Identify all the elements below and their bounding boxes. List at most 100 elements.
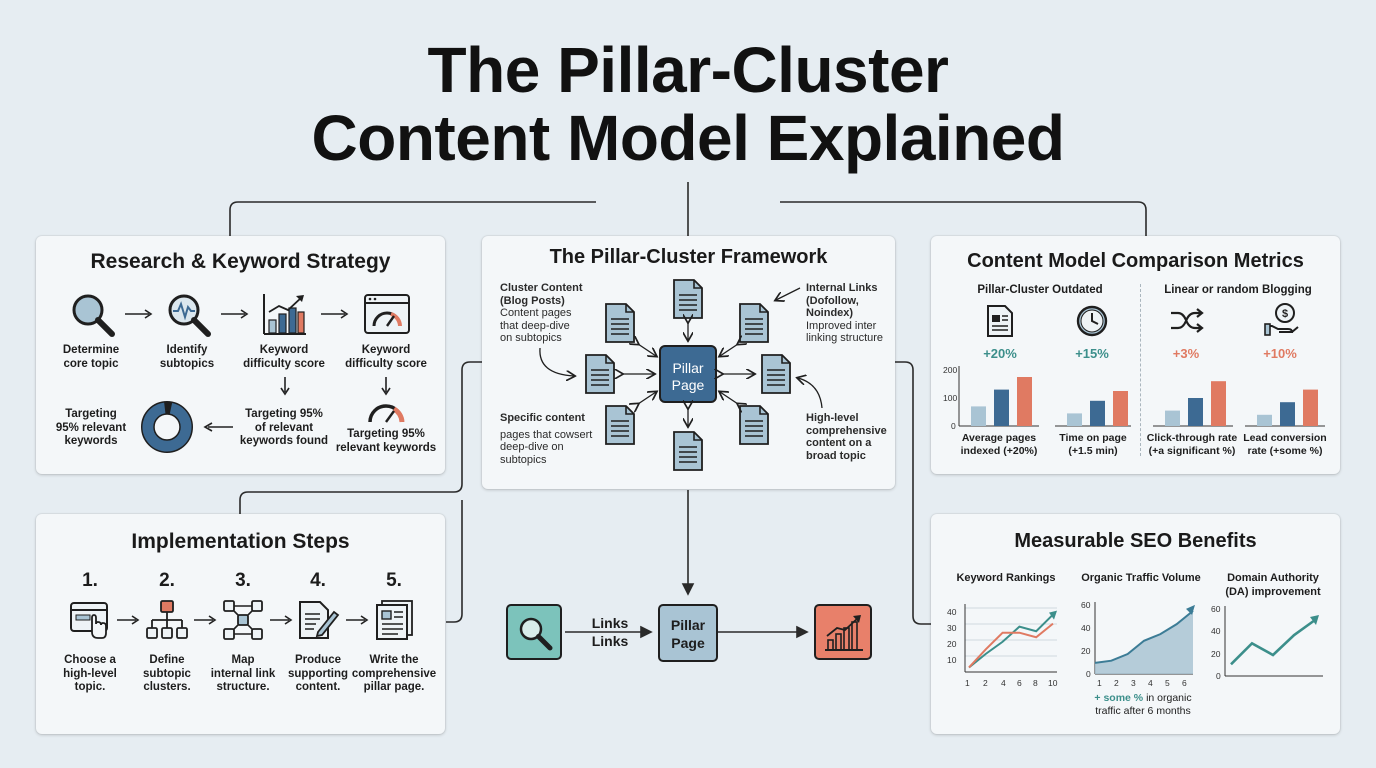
- document-icon: [739, 303, 769, 343]
- specific-content-callout: Specific content pages that cowsert deep…: [500, 412, 593, 466]
- x-tick: 6: [1182, 678, 1187, 688]
- document-stack-icon: [376, 600, 413, 640]
- benefit-line-charts: [964, 602, 1323, 677]
- y-tick: 40: [947, 607, 957, 617]
- x-tick: 1: [965, 678, 970, 688]
- metric-pct: +3%: [1172, 346, 1200, 361]
- document-icon: [987, 305, 1013, 337]
- y-tick: 30: [947, 623, 957, 633]
- network-map-icon: [223, 600, 263, 640]
- step-number: 4.: [310, 570, 326, 591]
- x-tick: 10: [1048, 678, 1058, 688]
- metric-pct: +20%: [983, 346, 1017, 361]
- arrow-head: [1310, 615, 1319, 625]
- x-tick: 2: [983, 678, 988, 688]
- x-tick: 4: [1148, 678, 1153, 688]
- x-tick: 2: [1114, 678, 1119, 688]
- group-label-pillar: Pillar-Cluster Outdated: [977, 284, 1103, 296]
- arrow-head: [1186, 604, 1195, 615]
- y-tick: 10: [947, 655, 957, 665]
- x-tick: 1: [1097, 678, 1102, 688]
- y-tick: 60: [1211, 604, 1221, 614]
- keyword-rankings-title: Keyword Rankings: [956, 572, 1056, 584]
- arrow-right-icon: [194, 615, 217, 625]
- bar: [1280, 402, 1295, 426]
- flow-search-box: [506, 604, 562, 660]
- bar: [1067, 413, 1082, 426]
- bar: [971, 406, 986, 426]
- page-title: The Pillar-Cluster Content Model Explain…: [0, 36, 1376, 172]
- flow-growth-box: [814, 604, 872, 660]
- series-line: [968, 613, 1054, 669]
- metric-pct: +15%: [1075, 346, 1109, 361]
- x-tick: 3: [1131, 678, 1136, 688]
- domain-authority-title: Domain Authority(DA) improvement: [1225, 572, 1321, 598]
- donut-chart-icon: [141, 401, 193, 453]
- cluster-content-callout: Cluster Content (Blog Posts) Content pag…: [500, 282, 583, 344]
- bar: [1257, 414, 1272, 426]
- shuffle-icon: [1171, 308, 1204, 333]
- magnifier-pulse-icon: [168, 294, 211, 337]
- document-icon: [585, 354, 615, 394]
- bar: [1090, 400, 1105, 426]
- y-tick: 20: [947, 639, 957, 649]
- internal-links-callout: Internal Links (Dofollow, Noindex) Impro…: [806, 282, 884, 344]
- edit-document-icon: [299, 601, 340, 639]
- step-number: 3.: [235, 570, 251, 591]
- metrics-card: Content Model Comparison Metrics Pillar-…: [931, 236, 1340, 474]
- benefits-card: Measurable SEO Benefits Keyword Rankings…: [931, 514, 1340, 734]
- traffic-note-strong: + some %: [1094, 692, 1144, 704]
- x-tick: 4: [1001, 678, 1006, 688]
- bar: [1211, 381, 1226, 426]
- y-tick: 40: [1211, 626, 1221, 636]
- research-title: Research & Keyword Strategy: [90, 250, 391, 273]
- x-tick: 8: [1033, 678, 1038, 688]
- series-line: [1230, 618, 1316, 666]
- magnifier-icon: [519, 617, 553, 651]
- framework-diagram: [539, 279, 823, 471]
- y-tick: 20: [1211, 649, 1221, 659]
- metric-pct: +10%: [1263, 346, 1297, 361]
- arrow-left-icon: [203, 422, 233, 432]
- step-number: 5.: [386, 570, 402, 591]
- metric-label: Time on page(+1.5 min): [1059, 432, 1127, 457]
- organic-traffic-note: + some % in organic traffic after 6 mont…: [1094, 692, 1192, 717]
- money-hand-icon: $: [1264, 303, 1299, 336]
- high-level-callout: High-level comprehensive content on a br…: [806, 412, 887, 462]
- series-line: [1094, 610, 1194, 664]
- metric-label: Click-through rate(+a significant %): [1146, 432, 1238, 457]
- title-line-2: Content Model Explained: [311, 102, 1065, 174]
- growth-chart-icon: [825, 615, 863, 651]
- document-icon: [739, 405, 769, 445]
- y-tick: 40: [1081, 623, 1091, 633]
- bar: [1017, 377, 1032, 426]
- y-tick: 100: [943, 393, 958, 403]
- arrow-right-icon: [321, 309, 349, 319]
- outcome-label: Targeting 95%relevant keywords: [335, 428, 437, 454]
- x-tick: 5: [1165, 678, 1170, 688]
- y-tick: 0: [951, 421, 956, 431]
- implementation-card: Implementation Steps 1. 2. 3. 4. 5.: [36, 514, 445, 734]
- click-window-icon: [70, 602, 108, 639]
- organic-traffic-title: Organic Traffic Volume: [1081, 572, 1201, 584]
- group-divider: [1140, 284, 1141, 456]
- y-tick: 200: [943, 365, 958, 375]
- bar: [1113, 391, 1128, 426]
- metrics-title: Content Model Comparison Metrics: [967, 250, 1304, 272]
- arrow-right-icon: [346, 615, 369, 625]
- document-icon: [761, 354, 791, 394]
- arrow-down-icon: [280, 377, 290, 396]
- arrow-right-icon: [117, 615, 140, 625]
